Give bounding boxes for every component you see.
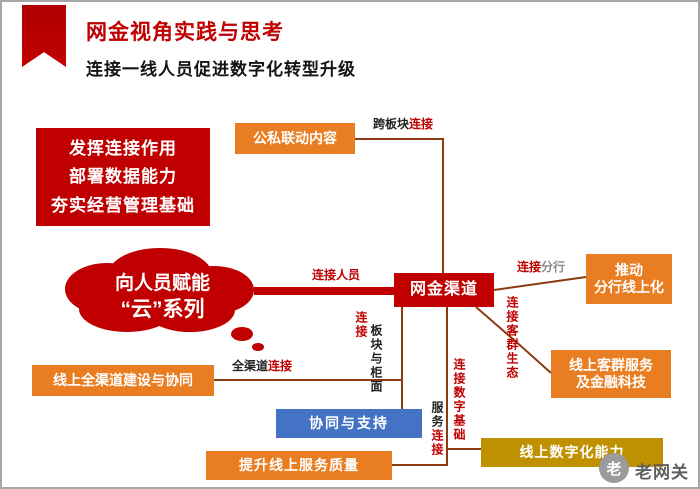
summary-line-3: 夯实经营管理基础 (51, 195, 195, 215)
ribbon-icon (22, 5, 66, 67)
node-label: 网金渠道 (409, 281, 478, 298)
node-branch-online: 推动 分行线上化 (586, 254, 672, 304)
node-digital-capability: 线上数字化能力 (481, 438, 663, 467)
edge-label-connect-sections-red: 连接 (354, 311, 368, 339)
edge-label-black: 服务 (430, 401, 444, 429)
edge-label-black: 全渠道 (232, 359, 269, 373)
edge-label-red: 连接 (517, 260, 542, 274)
node-omni-channel: 线上全渠道建设与协同 (32, 365, 214, 396)
edge-label-red: 连接 (409, 117, 434, 131)
node-label-line1: 线上客群服务 (569, 356, 653, 373)
node-label-line1: 推动 (615, 261, 643, 278)
node-label-line2: 分行线上化 (594, 279, 664, 295)
summary-box: 发挥连接作用 部署数据能力 夯实经营管理基础 (36, 128, 210, 226)
node-label: 线上数字化能力 (519, 443, 625, 460)
edge-label-cross-section: 跨板块连接 (373, 115, 433, 132)
node-label: 协同与支持 (309, 414, 389, 431)
node-coordination: 协同与支持 (276, 409, 422, 438)
edge-label-connect-sections-black: 板块与柜面 (369, 324, 383, 394)
page-title: 网金视角实践与思考 (86, 21, 284, 44)
node-customer-service: 线上客群服务 及金融科技 (551, 350, 671, 398)
node-public-private: 公私联动内容 (235, 123, 355, 154)
edge-label-black: 跨板块 (373, 117, 410, 131)
edge-label-connect-customers: 连接客群生态 (505, 296, 519, 380)
watermark-text: 老网关 (635, 463, 689, 482)
edge-label-connect-branch: 连接分行 (517, 258, 565, 275)
edge-label-connect-people: 连接人员 (312, 268, 361, 282)
edge-label-connect-digital: 连接数字基础 (452, 358, 466, 442)
edge-label-gray: 分行 (541, 260, 566, 274)
node-label: 线上全渠道建设与协同 (53, 371, 193, 388)
edge-label-omni-connect: 全渠道连接 (232, 357, 292, 374)
node-service-quality: 提升线上服务质量 (206, 451, 392, 480)
node-label-line2: 及金融科技 (576, 374, 646, 390)
edge-label-red: 连接 (430, 429, 444, 457)
watermark-logo-char: 老 (606, 460, 622, 478)
watermark-logo-icon: 老 (599, 453, 629, 483)
edge-label-red: 连接 (268, 359, 293, 373)
cloud-text-line2: “云”系列 (120, 298, 205, 321)
summary-line-1: 发挥连接作用 (69, 139, 177, 159)
node-label: 提升线上服务质量 (239, 456, 359, 473)
node-label: 公私联动内容 (253, 129, 337, 146)
summary-line-2: 部署数据能力 (69, 167, 177, 187)
page-subtitle: 连接一线人员促进数字化转型升级 (86, 60, 356, 79)
cloud-text-line1: 向人员赋能 (114, 273, 210, 294)
edge-label-service-connect: 服务连接 (429, 401, 446, 457)
node-wangjin-channel: 网金渠道 (394, 273, 494, 307)
